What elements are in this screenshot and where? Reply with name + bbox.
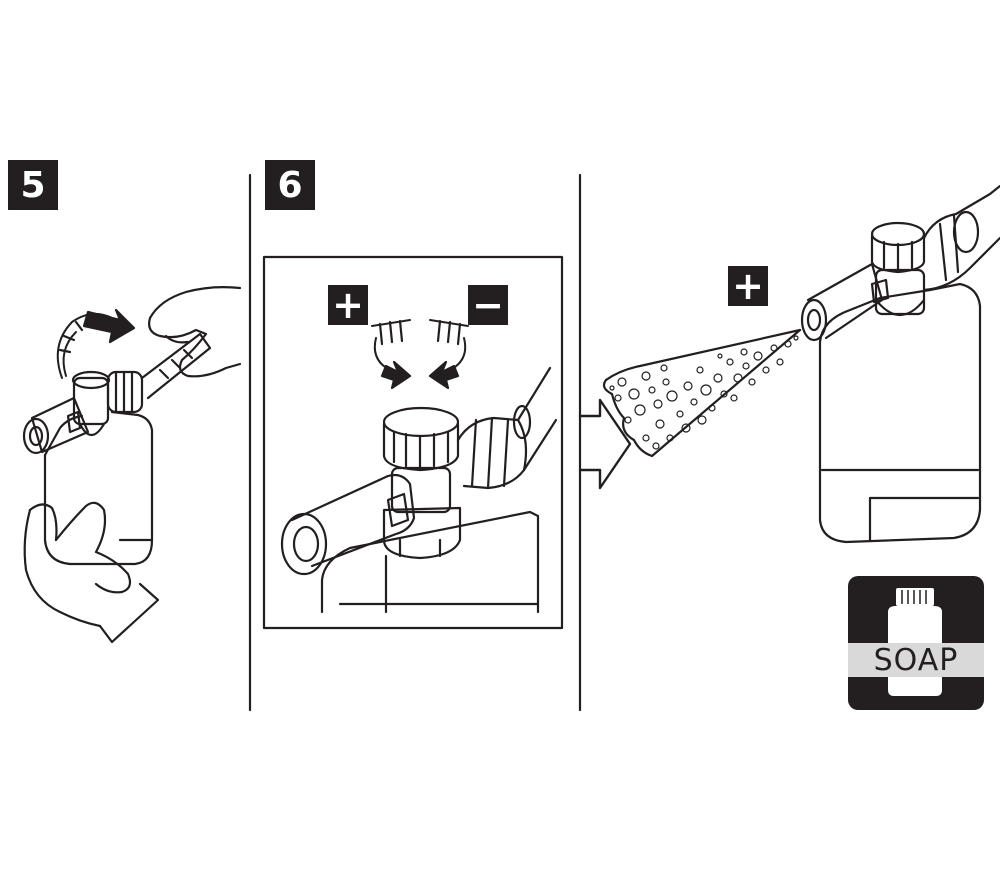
soap-icon (848, 576, 984, 710)
step6-illustration (280, 319, 558, 614)
clockwise-arrow-icon (380, 360, 412, 390)
next-step-arrow-icon (578, 398, 632, 490)
soap-label: SOAP (873, 642, 959, 678)
step-5-badge: 5 (8, 160, 58, 210)
foam-bubbles (609, 335, 799, 450)
rotate-arrow-icon (82, 308, 136, 344)
step6-frame (262, 255, 564, 630)
step7-illustration (602, 184, 1000, 544)
increase-sign-badge: + (328, 285, 368, 325)
counterclockwise-arrow-icon (428, 360, 460, 390)
step5-illustration (22, 286, 242, 644)
decrease-sign-badge: − (468, 285, 508, 325)
spray-plus-badge: + (728, 266, 768, 306)
step-6-badge: 6 (265, 160, 315, 210)
